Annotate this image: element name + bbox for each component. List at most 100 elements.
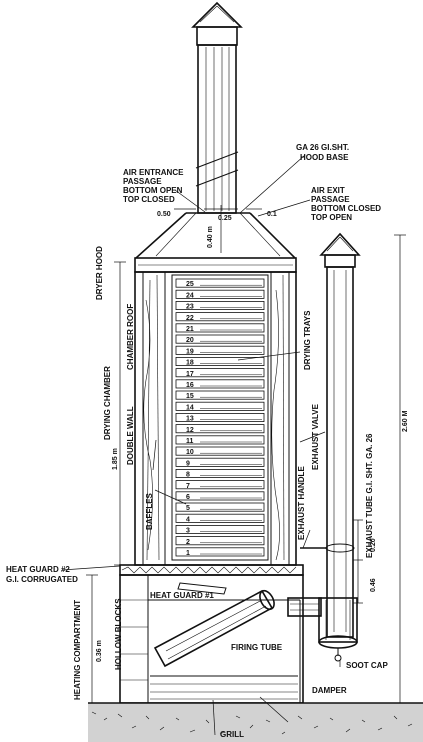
label-exhaust-valve: EXHAUST VALVE bbox=[311, 403, 320, 470]
drying-tray: 25 bbox=[175, 278, 265, 288]
dim-185: 1.85 m bbox=[112, 448, 119, 470]
label-ga26-bottom: HOOD BASE bbox=[300, 153, 349, 162]
drying-tray: 5 bbox=[175, 502, 265, 512]
tray-number: 12 bbox=[186, 427, 194, 434]
label-drying-trays: DRYING TRAYS bbox=[303, 310, 312, 370]
tray-number: 24 bbox=[186, 292, 194, 299]
dim-050: 0.50 bbox=[157, 211, 171, 218]
drying-tray: 10 bbox=[175, 446, 265, 456]
label-air-exit-1: AIR EXIT bbox=[311, 186, 345, 195]
tray-frame bbox=[175, 424, 265, 434]
tray-number: 18 bbox=[186, 360, 194, 367]
tray-number: 15 bbox=[186, 393, 194, 400]
tray-number: 19 bbox=[186, 348, 194, 355]
drying-tray: 16 bbox=[175, 379, 265, 389]
dim-260: 2.60 M bbox=[402, 410, 409, 432]
drying-trays-rack: 2524232221201918171615141312111098765432… bbox=[175, 278, 265, 557]
label-air-exit-2: PASSAGE bbox=[311, 195, 350, 204]
tray-number: 22 bbox=[186, 315, 194, 322]
drying-tray: 11 bbox=[175, 435, 265, 445]
tray-number: 5 bbox=[186, 505, 190, 512]
connector-pipe bbox=[287, 597, 322, 617]
tray-frame bbox=[175, 536, 265, 546]
label-air-entrance-1: AIR ENTRANCE bbox=[123, 168, 184, 177]
tray-number: 21 bbox=[186, 326, 194, 333]
drying-tray: 7 bbox=[175, 480, 265, 490]
label-drying-chamber: DRYING CHAMBER bbox=[103, 366, 112, 440]
drying-tray: 19 bbox=[175, 345, 265, 355]
tray-frame bbox=[175, 446, 265, 456]
tray-frame bbox=[175, 312, 265, 322]
tray-number: 13 bbox=[186, 416, 194, 423]
label-air-entrance-4: TOP CLOSED bbox=[123, 195, 175, 204]
tray-frame bbox=[175, 491, 265, 501]
tray-number: 14 bbox=[186, 404, 194, 411]
drying-tray: 6 bbox=[175, 491, 265, 501]
tray-frame bbox=[175, 390, 265, 400]
tray-frame bbox=[175, 345, 265, 355]
tray-number: 9 bbox=[186, 460, 190, 467]
drying-tray: 20 bbox=[175, 334, 265, 344]
tray-frame bbox=[175, 323, 265, 333]
drying-tray: 4 bbox=[175, 513, 265, 523]
tray-frame bbox=[175, 502, 265, 512]
drying-tray: 24 bbox=[175, 289, 265, 299]
drying-tray: 8 bbox=[175, 468, 265, 479]
drying-tray: 18 bbox=[175, 356, 265, 367]
tray-frame bbox=[175, 300, 265, 310]
dim-025: 0.25 bbox=[218, 215, 232, 222]
drying-tray: 1 bbox=[175, 547, 265, 557]
label-ga26-top: GA 26 GI.SHT. bbox=[296, 143, 349, 152]
label-air-exit-4: TOP OPEN bbox=[311, 213, 352, 222]
tray-frame bbox=[175, 525, 265, 535]
tray-number: 20 bbox=[186, 337, 194, 344]
drying-tray: 14 bbox=[175, 401, 265, 411]
tray-number: 25 bbox=[186, 281, 194, 288]
tray-number: 6 bbox=[186, 494, 190, 501]
tray-number: 10 bbox=[186, 449, 194, 456]
tray-number: 8 bbox=[186, 472, 190, 479]
tray-frame bbox=[175, 412, 265, 422]
tray-frame bbox=[175, 435, 265, 445]
drying-tray: 22 bbox=[175, 312, 265, 322]
tray-number: 1 bbox=[186, 550, 190, 557]
label-double-wall: DOUBLE WALL bbox=[126, 406, 135, 465]
dim-01: 0.1 bbox=[267, 211, 277, 218]
label-firing-tube: FIRING TUBE bbox=[231, 643, 283, 652]
label-dryer-hood: DRYER HOOD bbox=[95, 246, 104, 300]
chimney bbox=[135, 1, 296, 259]
drying-tray: 9 bbox=[175, 457, 265, 467]
exhaust-tube bbox=[300, 232, 361, 662]
drying-tray: 3 bbox=[175, 525, 265, 535]
drying-tray: 23 bbox=[175, 300, 265, 311]
tray-frame bbox=[175, 401, 265, 411]
tray-frame bbox=[175, 480, 265, 490]
tray-frame bbox=[175, 356, 265, 366]
tray-frame bbox=[175, 513, 265, 523]
drying-tray: 21 bbox=[175, 323, 265, 333]
label-baffles: BAFFLES bbox=[145, 492, 154, 530]
tray-number: 7 bbox=[186, 483, 190, 490]
label-hollow-blocks: HOLLOW BLOCKS bbox=[114, 598, 123, 670]
label-heat-guard-2-b: G.I. CORRUGATED bbox=[6, 575, 78, 584]
tray-number: 3 bbox=[186, 528, 190, 535]
labels: GA 26 GI.SHT. HOOD BASE AIR ENTRANCE PAS… bbox=[6, 143, 409, 739]
tray-frame bbox=[175, 468, 265, 478]
label-exhaust-handle: EXHAUST HANDLE bbox=[297, 466, 306, 540]
tray-number: 11 bbox=[186, 438, 194, 445]
tray-number: 16 bbox=[186, 382, 194, 389]
label-air-entrance-2: PASSAGE bbox=[123, 177, 162, 186]
drying-tray: 2 bbox=[175, 536, 265, 546]
label-damper: DAMPER bbox=[312, 686, 347, 695]
tray-frame bbox=[175, 547, 265, 557]
label-air-exit-3: BOTTOM CLOSED bbox=[311, 204, 381, 213]
heat-guard-2 bbox=[119, 564, 304, 576]
tray-number: 23 bbox=[186, 304, 194, 311]
dim-046: 0.46 bbox=[370, 578, 377, 592]
dim-020: 0.20 bbox=[370, 538, 377, 552]
tray-number: 17 bbox=[186, 371, 194, 378]
label-grill: GRILL bbox=[220, 730, 244, 739]
tray-frame bbox=[175, 334, 265, 344]
drying-tray: 13 bbox=[175, 412, 265, 423]
